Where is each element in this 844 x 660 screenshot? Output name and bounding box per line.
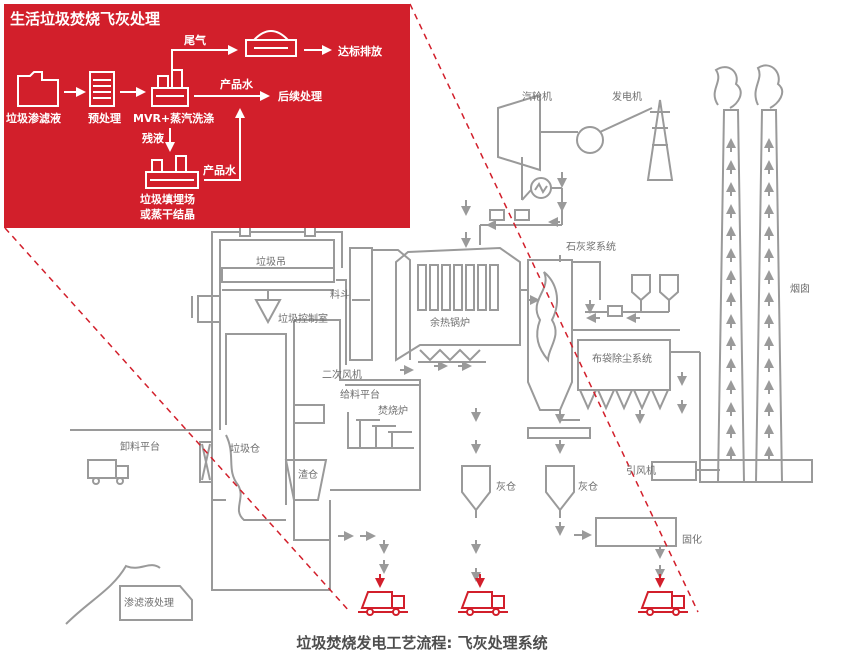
- label-ash-2: 灰仓: [578, 480, 598, 493]
- label-lime: 石灰浆系统: [566, 240, 616, 253]
- inset-tail-gas: 尾气: [183, 33, 206, 47]
- label-generator: 发电机: [612, 90, 642, 103]
- turbine: [497, 93, 541, 172]
- inset-landfill-1: 垃圾填埋场: [140, 192, 195, 206]
- chimney-group: [699, 64, 813, 483]
- inset-guide-lines: [4, 3, 699, 613]
- bag-hopper: [650, 389, 670, 411]
- unload-truck: [87, 459, 117, 479]
- boiler-tube: [453, 264, 463, 311]
- inset-background: [4, 4, 410, 228]
- inset-residue: 残液: [142, 131, 165, 145]
- label-solidify: 固化: [682, 533, 702, 546]
- boiler-tube: [441, 264, 451, 311]
- smoke-left: [713, 66, 742, 109]
- leachate-tank: [119, 585, 193, 621]
- label-pit: 垃圾仓: [230, 442, 260, 455]
- ash-silo-2: [545, 465, 575, 512]
- discharge-icon: [245, 30, 297, 57]
- boiler-tube: [489, 264, 499, 311]
- bunker-building: [70, 225, 343, 521]
- inset-landfill-2: 或蒸干结晶: [140, 207, 195, 221]
- landfill-icon: [145, 155, 199, 189]
- bag-filter-group: [572, 329, 720, 481]
- inset-leachate: 垃圾渗滤液: [6, 111, 62, 125]
- crane-grab: [254, 299, 282, 325]
- generator-circle: [576, 126, 604, 154]
- inset-panel: 生活垃圾焚烧飞灰处理 垃圾渗滤液 预处理 MVR+蒸汽洗涤 尾气: [4, 4, 410, 228]
- bag-filter: [577, 339, 671, 391]
- mvr-icon: [151, 69, 189, 107]
- label-incinerator: 焚烧炉: [378, 404, 408, 417]
- label-ash-1: 灰仓: [496, 480, 516, 493]
- scrubber-group: [520, 255, 679, 439]
- boiler-group: [372, 246, 521, 363]
- pylon: [646, 99, 674, 181]
- label-unload-platform: 卸料平台: [120, 440, 160, 453]
- scrubber-tower: [527, 259, 573, 411]
- incinerator-group: [211, 247, 421, 591]
- label-turbine: 汽轮机: [522, 90, 552, 103]
- turbine-group: [479, 93, 674, 245]
- inset-title: 生活垃圾焚烧飞灰处理: [10, 10, 160, 28]
- inset-product-water-1: 产品水: [220, 77, 254, 91]
- ash-silo-1: [461, 465, 491, 512]
- smoke-right: [754, 64, 784, 109]
- solidify-box: [595, 517, 677, 547]
- bag-hopper: [596, 389, 616, 411]
- boiler-tube: [429, 264, 439, 311]
- inset-mvr: MVR+蒸汽洗涤: [133, 111, 214, 125]
- ash-silos: [461, 465, 677, 547]
- ash-truck-icon: [638, 574, 688, 616]
- leachate-icon: [17, 71, 59, 107]
- inset-discharge: 达标排放: [338, 44, 383, 58]
- label-boiler: 余热锅炉: [430, 316, 470, 329]
- leachate-flow: [65, 564, 161, 625]
- pretreat-icon: [89, 71, 115, 107]
- bag-hopper: [578, 389, 598, 411]
- label-control-room: 垃圾控制室: [278, 312, 328, 325]
- label-slag: 渣仓: [298, 468, 318, 481]
- boiler-tube: [465, 264, 475, 311]
- label-chimney: 烟囱: [790, 282, 810, 295]
- ash-truck-icon: [458, 574, 508, 616]
- label-secondary-fan: 二次风机: [322, 368, 362, 381]
- bag-hopper: [614, 389, 634, 411]
- label-hopper: 料斗: [330, 288, 350, 301]
- diagram-labels: 汽轮机 发电机 垃圾吊 料斗 垃圾控制室 余热锅炉 石灰浆系统 布袋除尘系统 烟…: [120, 90, 810, 609]
- boiler-tube: [417, 264, 427, 311]
- slag-hood: [293, 404, 325, 424]
- inset-pretreat: 预处理: [88, 111, 121, 125]
- caption: 垃圾焚烧发电工艺流程: 飞灰处理系统: [296, 634, 547, 652]
- inset-product-water-2: 产品水: [203, 163, 237, 177]
- label-feed-platform: 给料平台: [340, 388, 380, 401]
- label-bag-filter: 布袋除尘系统: [592, 352, 652, 365]
- label-leachate-treat: 渗滤液处理: [124, 596, 174, 609]
- inset-followup: 后续处理: [278, 89, 322, 103]
- bag-hopper: [632, 389, 652, 411]
- label-crane: 垃圾吊: [256, 255, 286, 268]
- boiler-tube: [477, 264, 487, 311]
- leachate-treatment: [65, 564, 193, 625]
- ash-truck-icon: [358, 574, 408, 616]
- label-id-fan: 引风机: [626, 464, 656, 477]
